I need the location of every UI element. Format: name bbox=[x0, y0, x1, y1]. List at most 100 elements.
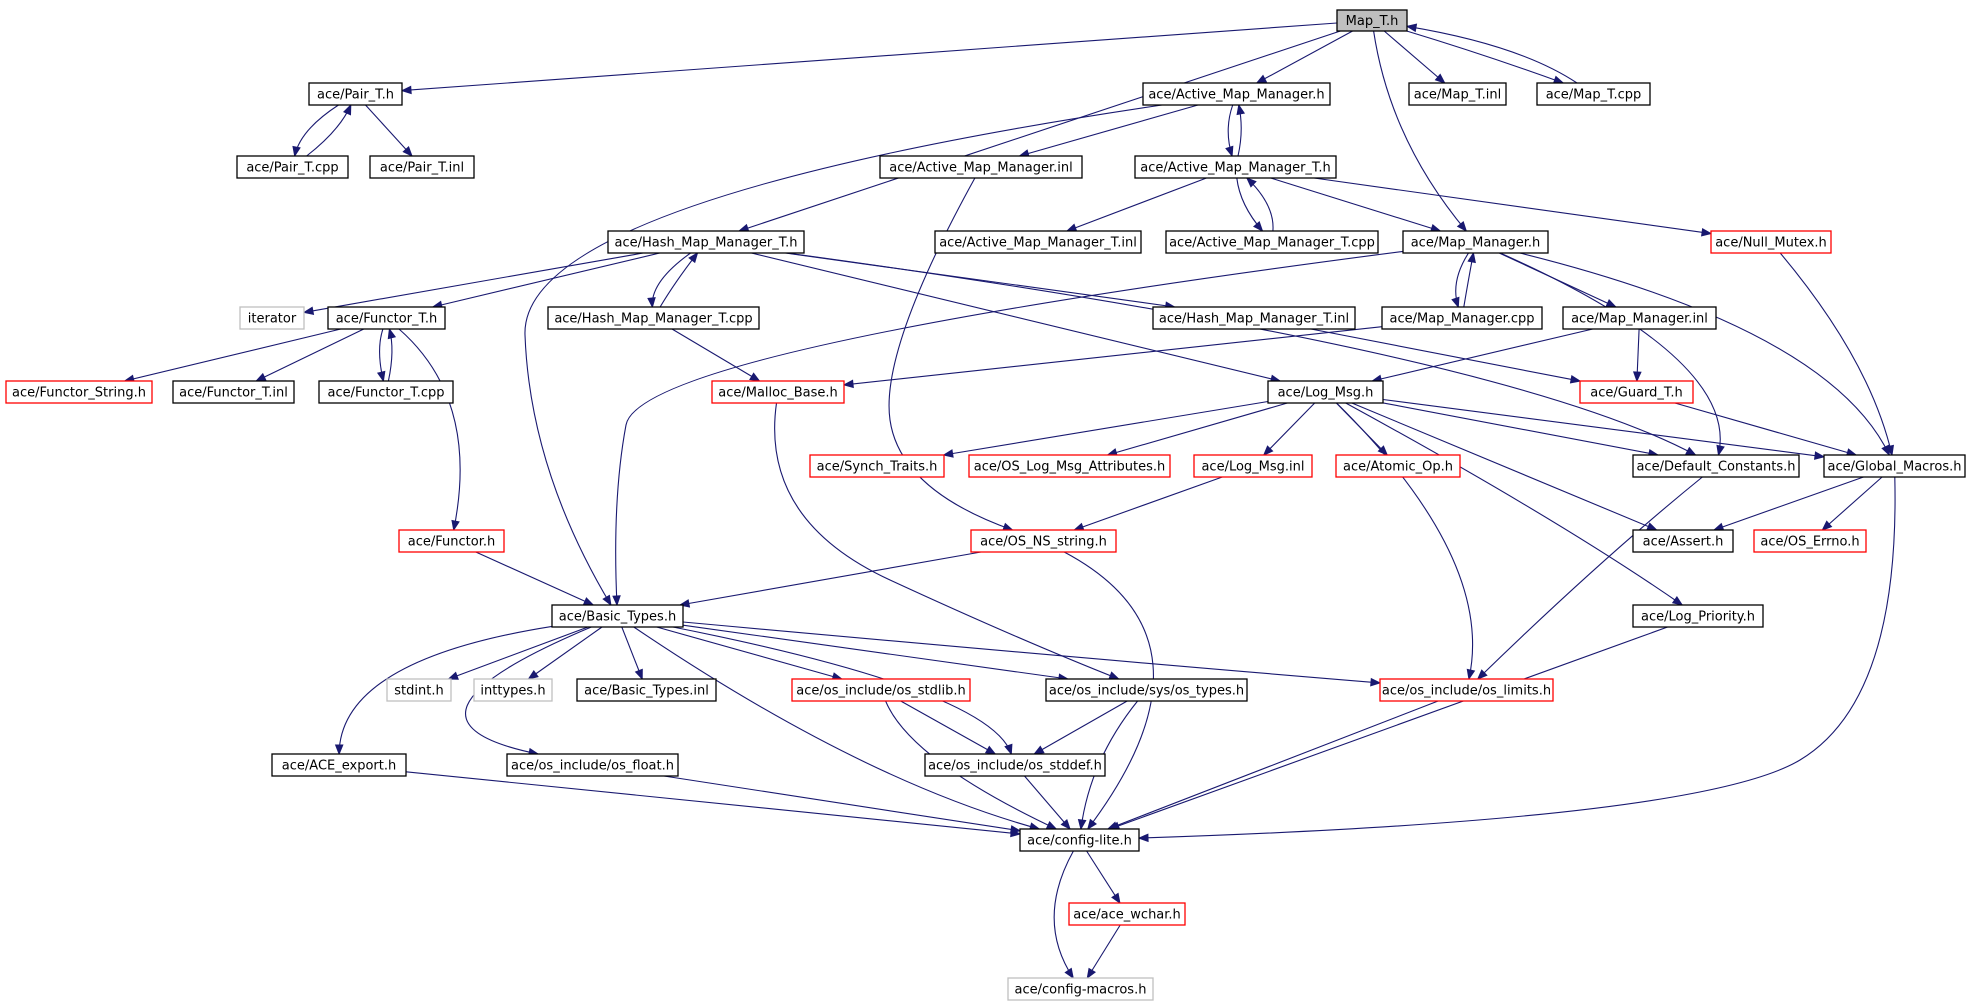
node-ace-wchar-h[interactable]: ace/ace_wchar.h bbox=[1068, 902, 1186, 926]
edge-arrowhead bbox=[1065, 223, 1078, 232]
node-inttypes-h[interactable]: inttypes.h bbox=[473, 678, 553, 702]
edge-arrowhead bbox=[647, 297, 656, 309]
edge-os_float_h-to-config_lite_h bbox=[663, 775, 1022, 834]
node-functor-h[interactable]: ace/Functor.h bbox=[398, 529, 505, 553]
edge-line bbox=[900, 700, 996, 755]
node-label: ace/Global_Macros.h bbox=[1828, 460, 1962, 475]
node-os-limits-h[interactable]: ace/os_include/os_limits.h bbox=[1379, 678, 1554, 702]
node-box bbox=[1536, 82, 1651, 106]
node-pair-t-h[interactable]: ace/Pair_T.h bbox=[308, 82, 403, 106]
node-assert-h[interactable]: ace/Assert.h bbox=[1632, 529, 1734, 553]
edge-arrowhead bbox=[1086, 818, 1097, 831]
edge-active_map_manager_h-to-active_map_manager_t_h bbox=[1225, 104, 1234, 158]
node-stdint-h[interactable]: stdint.h bbox=[386, 678, 452, 702]
edge-arrowhead bbox=[1111, 892, 1121, 905]
node-map-manager-inl[interactable]: ace/Map_Manager.inl bbox=[1562, 306, 1717, 330]
node-label: ace/Functor_String.h bbox=[12, 386, 146, 401]
node-config-lite-h[interactable]: ace/config-lite.h bbox=[1019, 828, 1140, 852]
node-basic-types-inl[interactable]: ace/Basic_Types.inl bbox=[576, 678, 717, 702]
edge-line bbox=[943, 400, 1269, 456]
edge-line bbox=[405, 771, 1021, 835]
node-os-stdlib-h[interactable]: ace/os_include/os_stdlib.h bbox=[791, 678, 971, 702]
edge-arrowhead bbox=[1225, 145, 1234, 158]
node-box bbox=[369, 155, 475, 179]
edge-active_map_manager_t_h-to-map_manager_h bbox=[1270, 177, 1442, 233]
edge-arrowhead bbox=[842, 379, 854, 389]
node-map-t-inl[interactable]: ace/Map_T.inl bbox=[1408, 82, 1507, 106]
node-active-map-manager-inl[interactable]: ace/Active_Map_Manager.inl bbox=[879, 155, 1083, 179]
node-basic-types-h[interactable]: ace/Basic_Types.h bbox=[551, 604, 684, 628]
node-map-manager-cpp[interactable]: ace/Map_Manager.cpp bbox=[1381, 306, 1543, 330]
node-default-constants-h[interactable]: ace/Default_Constants.h bbox=[1632, 454, 1800, 478]
edge-line bbox=[1373, 30, 1467, 232]
node-label: ace/os_include/sys/os_types.h bbox=[1049, 684, 1244, 699]
edge-line bbox=[1406, 30, 1564, 84]
node-global-macros-h[interactable]: ace/Global_Macros.h bbox=[1823, 454, 1966, 478]
edge-line bbox=[1086, 850, 1121, 904]
node-active-map-manager-h[interactable]: ace/Active_Map_Manager.h bbox=[1142, 82, 1331, 106]
node-box bbox=[308, 82, 403, 106]
node-null-mutex-h[interactable]: ace/Null_Mutex.h bbox=[1710, 230, 1832, 254]
node-label: ace/Atomic_Op.h bbox=[1343, 460, 1453, 475]
node-functor-string-h[interactable]: ace/Functor_String.h bbox=[5, 380, 153, 404]
node-map-t-h[interactable]: Map_T.h bbox=[1336, 9, 1408, 32]
node-log-msg-h[interactable]: ace/Log_Msg.h bbox=[1267, 380, 1384, 404]
edge-arrowhead bbox=[1451, 296, 1460, 309]
node-log-msg-inl[interactable]: ace/Log_Msg.inl bbox=[1193, 454, 1313, 478]
edge-functor_t_h-to-functor_h bbox=[398, 328, 461, 532]
edge-arrowhead bbox=[942, 449, 954, 458]
node-os-float-h[interactable]: ace/os_include/os_float.h bbox=[506, 753, 679, 777]
edge-line bbox=[656, 626, 842, 680]
edge-arrowhead bbox=[1685, 446, 1697, 456]
edge-line bbox=[528, 626, 603, 680]
node-hash-map-manager-t-h[interactable]: ace/Hash_Map_Manager_T.h bbox=[607, 230, 805, 254]
node-os-log-msg-attributes-h[interactable]: ace/OS_Log_Msg_Attributes.h bbox=[968, 454, 1171, 478]
node-ace-export-h[interactable]: ace/ACE_export.h bbox=[271, 753, 407, 777]
edge-map_t_h-to-map_manager_h bbox=[1373, 30, 1468, 233]
node-functor-t-h[interactable]: ace/Functor_T.h bbox=[327, 306, 446, 330]
node-hash-map-manager-t-inl[interactable]: ace/Hash_Map_Manager_T.inl bbox=[1152, 306, 1356, 330]
edge-map_manager_inl-to-log_msg_h bbox=[1370, 328, 1593, 384]
node-iterator[interactable]: iterator bbox=[239, 306, 305, 330]
node-label: ace/config-macros.h bbox=[1015, 983, 1147, 998]
node-hash-map-manager-t-cpp[interactable]: ace/Hash_Map_Manager_T.cpp bbox=[547, 306, 760, 330]
edge-line bbox=[1053, 850, 1074, 979]
node-active-map-manager-t-inl[interactable]: ace/Active_Map_Manager_T.inl bbox=[934, 230, 1142, 254]
node-active-map-manager-t-h[interactable]: ace/Active_Map_Manager_T.h bbox=[1134, 155, 1337, 179]
node-box bbox=[711, 380, 845, 404]
node-guard-t-h[interactable]: ace/Guard_T.h bbox=[1579, 380, 1694, 404]
node-pair-t-inl[interactable]: ace/Pair_T.inl bbox=[369, 155, 475, 179]
node-atomic-op-h[interactable]: ace/Atomic_Op.h bbox=[1335, 454, 1461, 478]
node-label: ace/Basic_Types.inl bbox=[584, 684, 709, 699]
node-box bbox=[1193, 454, 1313, 478]
edge-map_manager_cpp-to-malloc_base_h bbox=[842, 326, 1383, 389]
edge-line bbox=[1063, 551, 1154, 830]
edge-os_types_h-to-os_stddef_h bbox=[1033, 700, 1128, 755]
edge-map_t_h-to-pair_t_h bbox=[400, 22, 1338, 95]
node-map-t-cpp[interactable]: ace/Map_T.cpp bbox=[1536, 82, 1651, 106]
node-synch-traits-h[interactable]: ace/Synch_Traits.h bbox=[809, 454, 945, 478]
edge-line bbox=[524, 104, 1163, 606]
node-box bbox=[1134, 155, 1337, 179]
node-functor-t-inl[interactable]: ace/Functor_T.inl bbox=[172, 380, 295, 404]
node-malloc-base-h[interactable]: ace/Malloc_Base.h bbox=[711, 380, 845, 404]
edge-hash_map_manager_t_h-to-hash_map_manager_t_cpp bbox=[647, 252, 691, 309]
node-box bbox=[1753, 529, 1867, 553]
node-config-macros-h[interactable]: ace/config-macros.h bbox=[1007, 977, 1154, 1001]
node-log-priority-h[interactable]: ace/Log_Priority.h bbox=[1632, 604, 1764, 628]
edge-line bbox=[1107, 402, 1288, 456]
node-functor-t-cpp[interactable]: ace/Functor_T.cpp bbox=[318, 380, 454, 404]
edge-arrowhead bbox=[1821, 520, 1833, 531]
node-label: Map_T.h bbox=[1346, 14, 1399, 29]
edge-global_macros_h-to-config_lite_h bbox=[1137, 476, 1896, 843]
edge-line bbox=[679, 551, 982, 606]
node-pair-t-cpp[interactable]: ace/Pair_T.cpp bbox=[236, 155, 349, 179]
node-os-stddef-h[interactable]: ace/os_include/os_stddef.h bbox=[924, 753, 1106, 777]
node-label: ace/Basic_Types.h bbox=[559, 610, 676, 625]
edge-line bbox=[1345, 402, 1683, 606]
node-os-types-h[interactable]: ace/os_include/sys/os_types.h bbox=[1045, 678, 1248, 702]
node-map-manager-h[interactable]: ace/Map_Manager.h bbox=[1402, 230, 1549, 254]
node-os-errno-h[interactable]: ace/OS_Errno.h bbox=[1753, 529, 1867, 553]
node-os-ns-string-h[interactable]: ace/OS_NS_string.h bbox=[970, 529, 1117, 553]
node-active-map-manager-t-cpp[interactable]: ace/Active_Map_Manager_T.cpp bbox=[1165, 230, 1379, 254]
